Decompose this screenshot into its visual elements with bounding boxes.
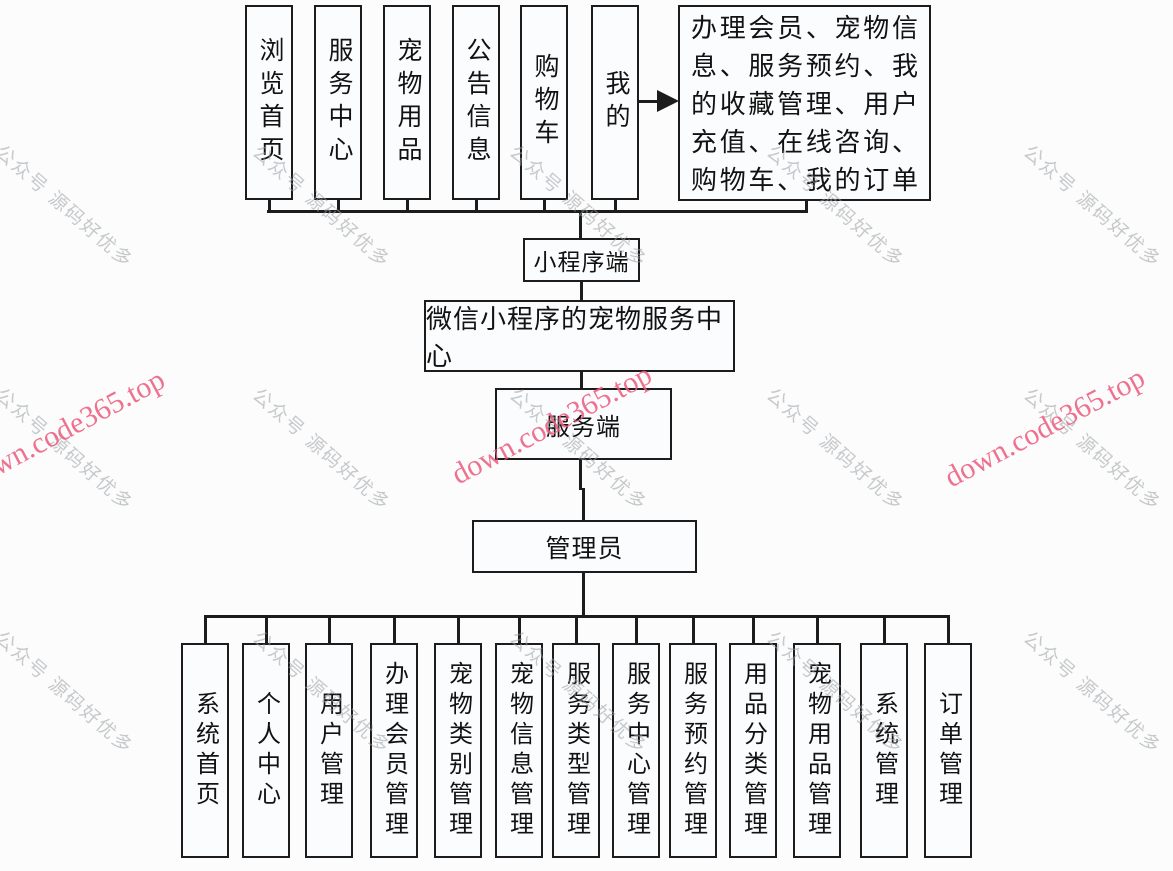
stub-line [815, 617, 819, 644]
watermark-gray-text: 公众号 源码好优多 [247, 384, 395, 516]
stub-line [456, 617, 460, 644]
admin-module-label: 服务预约管理 [679, 660, 706, 841]
stub-line [613, 199, 617, 211]
mini-module-box: 公告信息 [452, 5, 500, 200]
admin-module-label: 宠物类别管理 [444, 660, 471, 841]
stub-line [474, 199, 478, 211]
stub-line [517, 617, 521, 644]
my-features-line: 的收藏管理、用户 [691, 90, 918, 119]
watermark-red-text: down.code365.top [0, 362, 171, 497]
my-features-line: 息、服务预约、我 [691, 52, 918, 81]
stub-line [634, 617, 638, 644]
bus-line-top [267, 210, 808, 213]
drop-line [579, 371, 583, 388]
admin-module-box: 个人中心 [242, 643, 290, 858]
watermark-gray-text: 公众号 源码好优多 [0, 627, 138, 759]
admin-module-box: 服务类型管理 [552, 643, 600, 858]
admin-module-box: 宠物类别管理 [434, 643, 482, 858]
mini-module-box: 宠物用品 [383, 5, 431, 200]
mini-module-label: 服务中心 [325, 36, 352, 169]
drop-line [578, 459, 582, 490]
drop-line [579, 281, 583, 300]
admin-module-box: 系统管理 [860, 643, 908, 858]
mini-module-box: 购物车 [520, 5, 568, 200]
watermark-gray-text: 公众号 源码好优多 [0, 384, 138, 516]
admin-module-box: 宠物信息管理 [495, 643, 543, 858]
mini-module-label: 宠物用品 [394, 36, 421, 169]
watermark-gray-text: 公众号 源码好优多 [761, 384, 909, 516]
server-node: 服务端 [495, 388, 672, 460]
admin-module-box: 订单管理 [924, 643, 972, 858]
stub-line [805, 200, 808, 212]
watermark-gray-text: 公众号 源码好优多 [1018, 384, 1166, 516]
admin-module-label: 办理会员管理 [380, 660, 407, 841]
my-features-box: 办理会员、宠物信 息、服务预约、我 的收藏管理、用户 充值、在线咨询、 购物车、… [678, 5, 931, 201]
admin-module-box: 用户管理 [305, 643, 353, 858]
admin-module-label: 服务中心管理 [622, 660, 649, 841]
arrow-line [639, 100, 659, 103]
stub-line [405, 199, 409, 211]
stub-line [267, 199, 271, 211]
stub-line [691, 617, 695, 644]
mini-module-box: 浏览首页 [245, 5, 293, 200]
admin-module-label: 个人中心 [252, 690, 279, 811]
admin-module-label: 用户管理 [315, 690, 342, 811]
admin-node: 管理员 [472, 520, 697, 573]
admin-module-label: 宠物用品管理 [803, 660, 830, 841]
mini-module-label: 浏览首页 [256, 36, 283, 169]
mini-module-label: 购物车 [531, 53, 558, 152]
admin-module-box: 服务中心管理 [612, 643, 660, 858]
arrowhead-right-icon [657, 90, 679, 112]
admin-module-box: 系统首页 [181, 643, 229, 858]
my-features-line: 购物车、我的订单 [691, 166, 918, 195]
admin-module-label: 系统管理 [870, 690, 897, 811]
admin-module-label: 宠物信息管理 [505, 660, 532, 841]
mini-program-node: 小程序端 [523, 238, 640, 282]
admin-module-box: 宠物用品管理 [793, 643, 841, 858]
drop-line [582, 572, 585, 617]
stub-line [327, 617, 331, 644]
stub-line [203, 617, 207, 644]
admin-module-box: 服务预约管理 [669, 643, 717, 858]
stub-line [882, 617, 886, 644]
stub-line [542, 199, 546, 211]
bus-line-bottom [203, 615, 950, 618]
mini-module-box: 我的 [591, 5, 639, 200]
mini-module-box: 服务中心 [314, 5, 362, 200]
mini-module-label: 公告信息 [463, 36, 490, 169]
admin-module-label: 订单管理 [934, 690, 961, 811]
stub-line [946, 617, 950, 644]
admin-module-box: 用品分类管理 [729, 643, 777, 858]
my-features-line: 充值、在线咨询、 [691, 128, 918, 157]
drop-line [581, 488, 585, 521]
watermark-red-text: down.code365.top [939, 360, 1151, 495]
watermark-gray-text: 公众号 源码好优多 [1018, 141, 1166, 273]
system-title-node: 微信小程序的宠物服务中心 [424, 300, 735, 372]
stub-line [574, 617, 578, 644]
watermark-gray-text: 公众号 源码好优多 [0, 141, 138, 273]
stub-line [264, 617, 268, 644]
stub-line [392, 617, 396, 644]
my-features-line: 办理会员、宠物信 [691, 14, 918, 43]
stub-line [336, 199, 340, 211]
admin-module-label: 用品分类管理 [739, 660, 766, 841]
admin-module-box: 办理会员管理 [370, 643, 418, 858]
admin-module-label: 系统首页 [191, 690, 218, 811]
admin-module-label: 服务类型管理 [562, 660, 589, 841]
drop-line [579, 211, 582, 238]
mini-module-label: 我的 [602, 69, 629, 136]
watermark-gray-text: 公众号 源码好优多 [1018, 627, 1166, 759]
stub-line [751, 617, 755, 644]
